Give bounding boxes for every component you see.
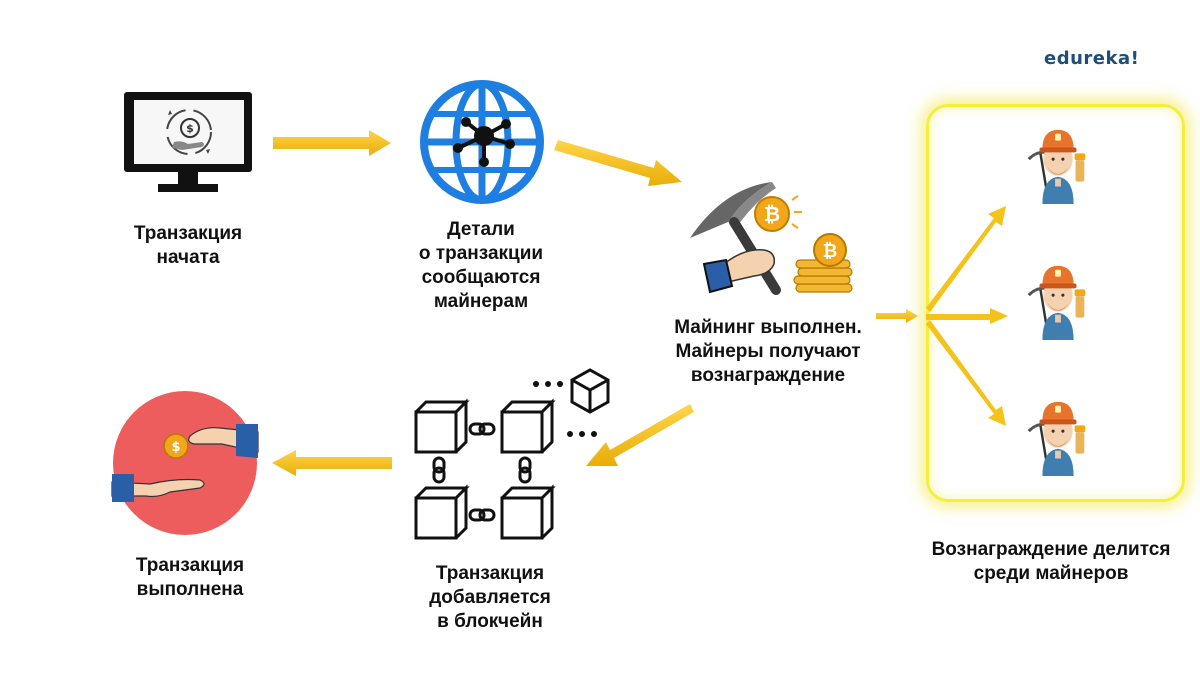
svg-text:₿: ₿: [823, 241, 838, 262]
edureka-logo: edureka!: [1044, 48, 1140, 69]
hands-coin-icon: $: [111, 391, 259, 535]
flow-arrow-3: [876, 309, 918, 323]
flow-arrow-1: [273, 130, 391, 156]
miner-icon: [1027, 264, 1087, 342]
step-start-caption: Транзакция начата: [133, 223, 243, 268]
step-mining-caption: Майнинг выполнен. Майнеры получают возна…: [674, 317, 862, 386]
pickaxe-bitcoin-icon: ₿ ₿: [690, 182, 853, 295]
globe-network-icon: [420, 80, 544, 204]
step-done-caption: Транзакция выполнена: [135, 555, 245, 600]
flow-arrow-4: [586, 404, 694, 466]
blockchain-icon: [414, 368, 610, 540]
svg-text:₿: ₿: [764, 202, 780, 226]
miner-icon: [1027, 400, 1087, 478]
miner-icon: [1027, 128, 1087, 206]
monitor-payment-icon: $: [124, 92, 252, 192]
reward-split-arrows: [926, 206, 1008, 426]
step-blockchain-caption: Транзакция добавляется в блокчейн: [429, 563, 551, 632]
reward-highlight-box: [926, 104, 1185, 502]
svg-text:$: $: [186, 122, 194, 135]
step-reward-caption: Вознаграждение делится среди майнеров: [931, 539, 1171, 584]
flow-arrow-5: [272, 450, 392, 476]
flow-arrow-2: [554, 140, 682, 186]
svg-text:$: $: [171, 440, 180, 455]
step-broadcast-caption: Детали о транзакции сообщаются майнерам: [418, 219, 544, 312]
